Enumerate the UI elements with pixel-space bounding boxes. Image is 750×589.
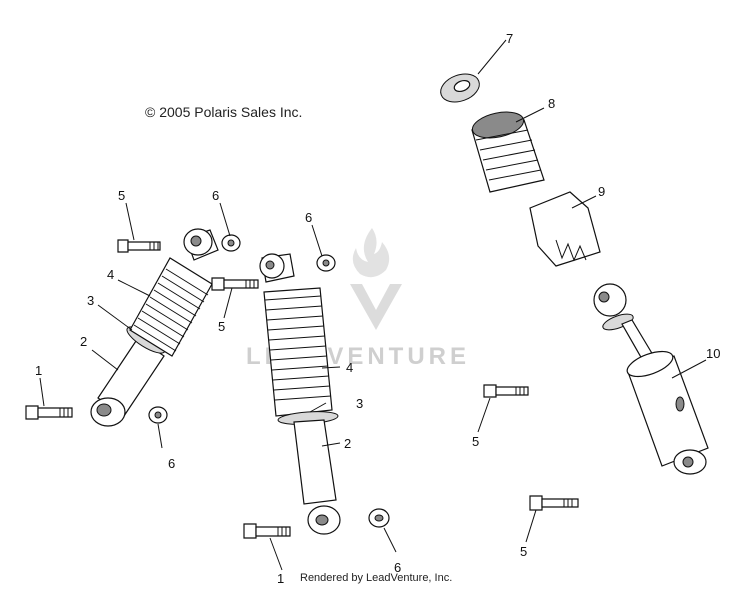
callout-6-center-lower: 6 — [394, 560, 401, 575]
bolt-5-left-top — [117, 239, 161, 253]
bolt-5-center — [211, 277, 259, 291]
adjuster-collar-9 — [529, 191, 601, 267]
callout-7: 7 — [506, 31, 513, 46]
copyright-notice: © 2005 Polaris Sales Inc. — [145, 104, 303, 120]
center-shock-spring — [263, 287, 333, 417]
callout-9: 9 — [598, 184, 605, 199]
callout-6-left-lower: 6 — [168, 456, 175, 471]
leader-lines — [39, 39, 707, 571]
callout-2-left: 2 — [80, 334, 87, 349]
callout-8: 8 — [548, 96, 555, 111]
callout-2-center: 2 — [344, 436, 351, 451]
callout-1-left: 1 — [35, 363, 42, 378]
callout-10: 10 — [706, 346, 720, 361]
callout-5-right-lower: 5 — [520, 544, 527, 559]
callout-4-center: 4 — [346, 360, 353, 375]
shock-body-10 — [593, 283, 709, 475]
callout-1-center: 1 — [277, 571, 284, 586]
spring-retainer-7 — [440, 73, 480, 103]
callout-4-left: 4 — [107, 267, 114, 282]
nut-6-center-top — [316, 254, 336, 272]
callout-3-left: 3 — [87, 293, 94, 308]
bolt-1-left — [25, 405, 73, 420]
bolt-5-right-lower — [529, 495, 579, 511]
callout-5-left-top: 5 — [118, 188, 125, 203]
callout-6-left-top: 6 — [212, 188, 219, 203]
shock-10-top-eye — [593, 283, 627, 317]
bolt-1-center — [243, 523, 291, 539]
center-shock — [211, 253, 390, 539]
nut-6-left-lower — [148, 406, 168, 424]
nut-6-left-top — [221, 234, 241, 252]
bolt-5-right-mid — [483, 384, 529, 398]
callout-5-center: 5 — [218, 319, 225, 334]
bump-stop-8 — [471, 111, 545, 193]
center-shock-body — [293, 419, 337, 505]
callout-3-center: 3 — [356, 396, 363, 411]
left-shock — [25, 228, 241, 427]
callout-numbers: 1 2 3 4 5 6 6 5 6 4 3 2 1 6 7 8 9 10 5 5 — [35, 31, 720, 586]
nut-6-center-lower — [368, 508, 390, 528]
rendered-by-credit: Rendered by LeadVenture, Inc. — [300, 572, 453, 584]
callout-5-right-mid: 5 — [472, 434, 479, 449]
callout-6-center-top: 6 — [305, 210, 312, 225]
right-shock — [440, 73, 709, 511]
